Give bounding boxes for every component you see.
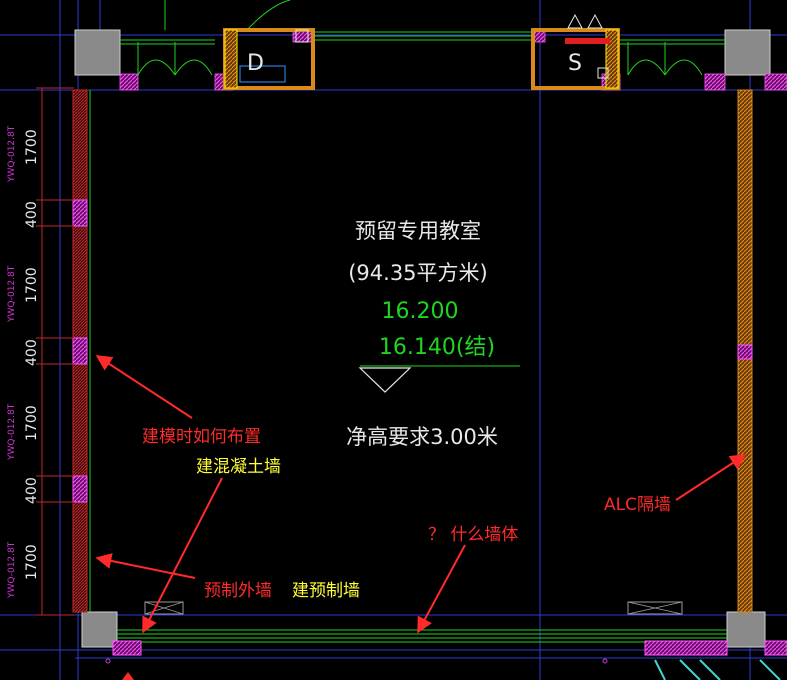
room-area: (94.35平方米) <box>348 261 488 285</box>
annotation-what-wall: ？ 什么墙体 <box>428 525 518 545</box>
door-tag-d: D <box>247 51 264 76</box>
room-label-group: 预留专用教室 (94.35平方米) 16.200 16.140(结) 净高要求3… <box>346 219 520 449</box>
clear-height: 净高要求3.00米 <box>346 425 498 449</box>
annotation-prefab-ext: 预制外墙 <box>204 581 272 601</box>
dim-seg-1: 1700 <box>24 129 40 165</box>
right-alc-wall <box>737 89 753 613</box>
arrow-modeling <box>95 355 193 419</box>
annotation-arrows <box>95 355 747 634</box>
arrow-concrete <box>142 477 223 634</box>
shaft-d <box>223 28 315 90</box>
wall-label-3: YWQ-012.8T <box>7 403 17 461</box>
top-door-arc <box>244 0 291 33</box>
columns <box>74 29 771 648</box>
elevation-2: 16.140(结) <box>379 335 495 360</box>
elevation-marker <box>358 367 412 393</box>
arrow-what-wall <box>417 544 466 634</box>
wall-label-4: YWQ-012.8T <box>7 541 17 599</box>
wall-label-2: YWQ-012.8T <box>7 265 17 323</box>
dim-seg-7: 1700 <box>24 544 40 580</box>
dim-seg-4: 400 <box>24 339 40 366</box>
door-tag-s: S <box>568 51 582 76</box>
bottom-wall <box>75 601 787 680</box>
room-name: 预留专用教室 <box>355 219 481 243</box>
annotation-alc: ALC隔墙 <box>604 495 671 515</box>
arrow-prefab-ext <box>95 553 196 579</box>
annotation-modeling-question: 建模时如何布置 <box>142 427 261 447</box>
dimension-chain: 1700 400 1700 400 1700 400 1700 YWQ-012.… <box>7 87 74 616</box>
wall-label-1: YWQ-012.8T <box>7 125 17 183</box>
elevation-1: 16.200 <box>382 299 459 324</box>
dim-seg-6: 400 <box>24 477 40 504</box>
shaft-s <box>531 13 620 90</box>
annotation-concrete-answer: 建混凝土墙 <box>196 457 281 477</box>
dim-seg-5: 1700 <box>24 405 40 441</box>
dim-seg-2: 400 <box>24 201 40 228</box>
left-exterior-wall <box>72 89 91 613</box>
top-wall-lines <box>120 31 725 76</box>
arrow-alc <box>675 454 747 501</box>
dim-seg-3: 1700 <box>24 267 40 303</box>
annotation-prefab-answer: 建预制墙 <box>292 581 360 601</box>
